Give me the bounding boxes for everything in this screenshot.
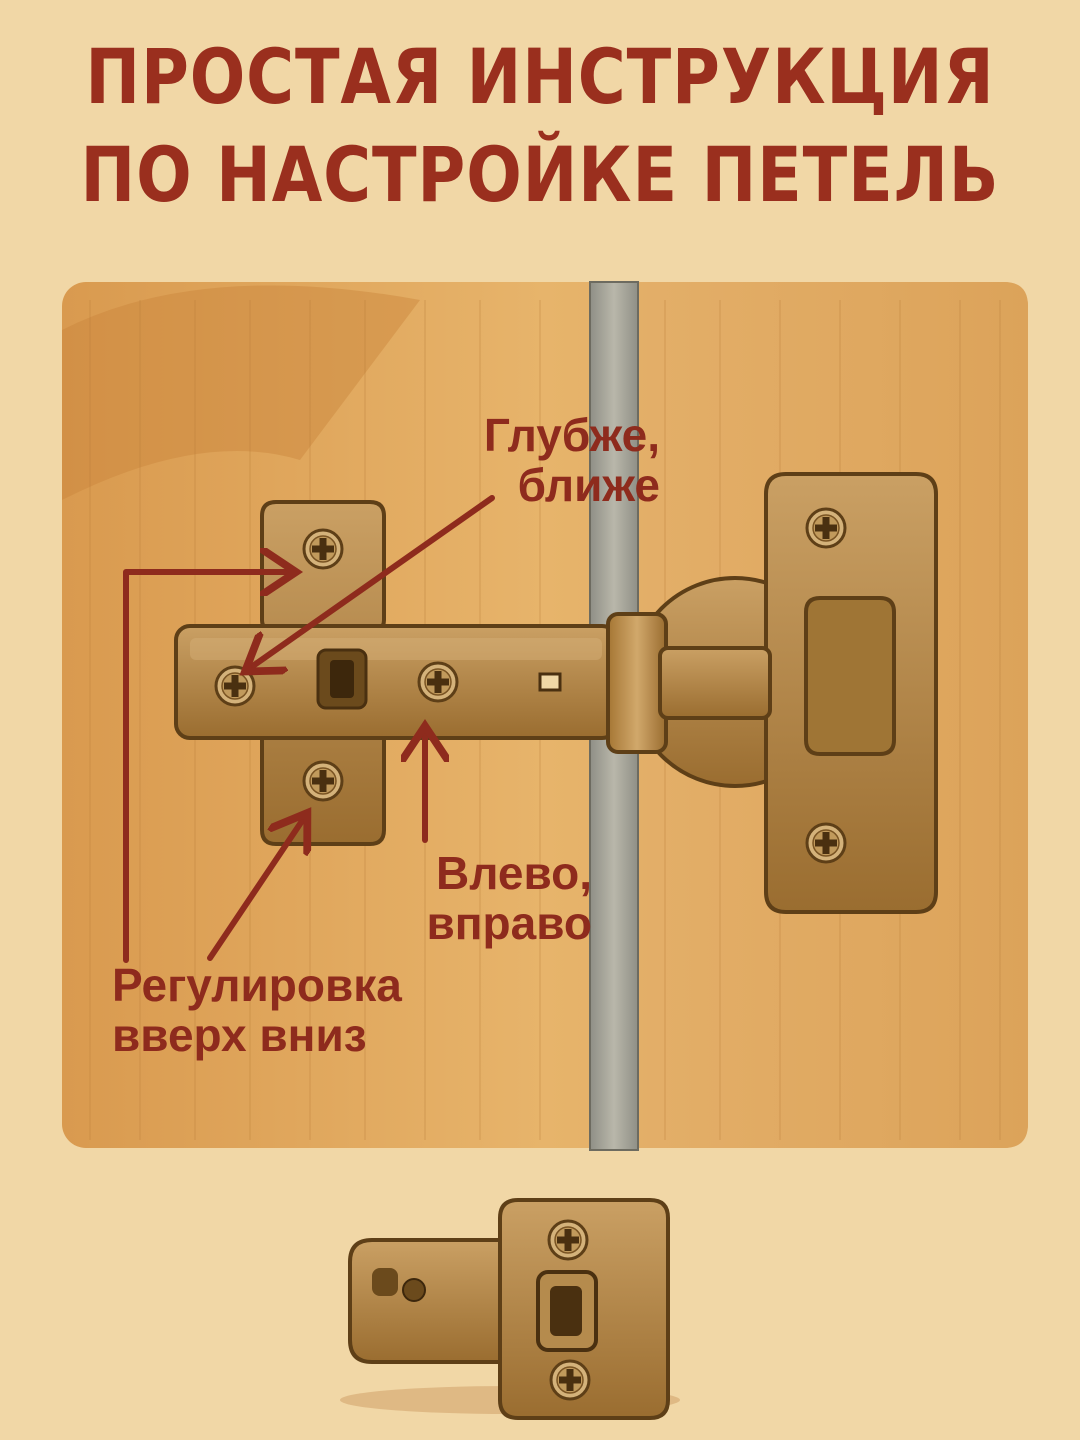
depth-arrow (250, 495, 495, 668)
label-sideways: Влево, вправо (392, 848, 592, 948)
hinge-door-plate (658, 472, 938, 914)
label-depth-line-1: Глубже, (483, 409, 660, 461)
vertical-arrow (207, 818, 304, 961)
label-depth: Глубже, ближе (472, 410, 660, 510)
label-sideways-line-1: Влево, (436, 847, 592, 899)
hinge-knuckle (606, 612, 668, 754)
screw-lower-icon (302, 760, 344, 802)
screw-sideways-icon (417, 661, 459, 703)
title-line-1: ПРОСТАЯ ИНСТРУКЦИЯ (85, 32, 995, 121)
label-vertical-line-2: вверх вниз (112, 1009, 367, 1061)
vertical-bracket-arrow (123, 572, 290, 963)
label-vertical: Регулировка вверх вниз (112, 960, 402, 1060)
label-vertical-line-1: Регулировка (112, 959, 402, 1011)
label-depth-line-2: ближе (517, 459, 660, 511)
screw-door-top-icon (805, 507, 847, 549)
screw-depth-icon (214, 665, 256, 707)
hinge-arm (174, 624, 618, 740)
plate-screw-top-icon (547, 1219, 589, 1261)
plate-screw-bottom-icon (549, 1359, 591, 1401)
screw-door-bottom-icon (805, 822, 847, 864)
label-sideways-line-2: вправо (426, 897, 592, 949)
title-line-2: ПО НАСТРОЙКЕ ПЕТЕЛЬ (80, 130, 1000, 219)
screw-upper-icon (302, 528, 344, 570)
mounting-plate-illustration (340, 1198, 680, 1420)
page-title: ПРОСТАЯ ИНСТРУКЦИЯ ПО НАСТРОЙКЕ ПЕТЕЛЬ (76, 28, 1005, 224)
